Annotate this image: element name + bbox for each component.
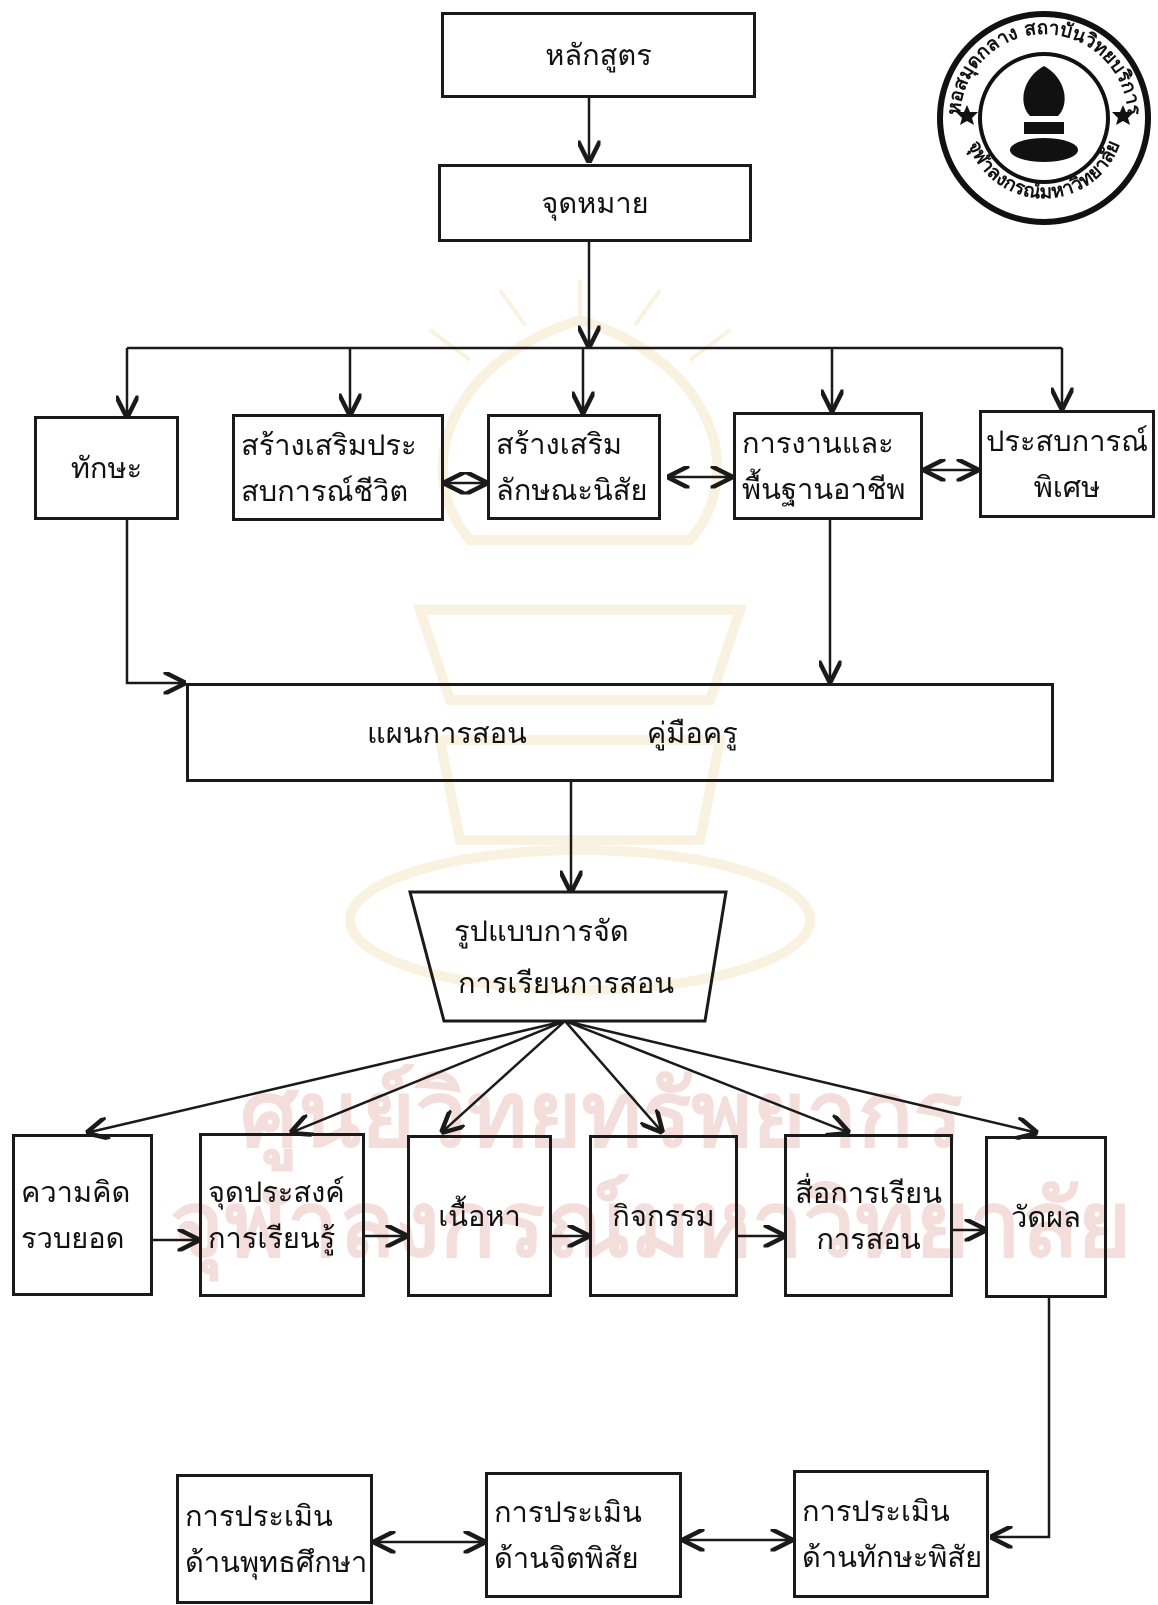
evaluation-affective-line2: ด้านจิตพิสัย [494, 1541, 639, 1575]
fan-arrow-1 [86, 1019, 566, 1133]
special-experience-line2: พิเศษ [1033, 470, 1101, 504]
arrow-measure-evaluation [990, 1298, 1051, 1537]
component-measure-line1: วัดผล [1011, 1200, 1081, 1234]
curriculum-box: หลักสูตร [441, 12, 756, 98]
fan-arrow-5 [564, 1019, 850, 1133]
model-box: รูปแบบการจัด การเรียนการสอน [430, 896, 720, 1018]
manual-label: คู่มือครู [646, 715, 738, 750]
fan-arrow-2 [290, 1019, 566, 1133]
fan-arrow-6 [564, 1019, 1038, 1133]
component-media-line1: สื่อการเรียน [795, 1175, 942, 1210]
evaluation-cognitive-line2: ด้านพุทธศึกษา [185, 1545, 368, 1579]
component-activity-line1: กิจกรรม [612, 1199, 715, 1233]
work-career-box: การงานและ พื้นฐานอาชีพ [733, 412, 923, 520]
evaluation-cognitive-line1: การประเมิน [185, 1499, 333, 1533]
goals-box: จุดหมาย [438, 164, 752, 242]
life-experience-line2: สบการณ์ชีวิต [241, 473, 409, 508]
model-trapezoid [408, 890, 728, 1023]
skills-box: ทักษะ [34, 416, 179, 520]
skills-label: ทักษะ [70, 451, 143, 485]
work-career-line1: การงานและ [742, 426, 894, 460]
curriculum-label: หลักสูตร [545, 38, 652, 72]
fan-arrow-3 [441, 1020, 566, 1133]
watermark-emblem-icon [345, 280, 815, 995]
character-line2: ลักษณะนิสัย [496, 473, 648, 507]
component-box-concept: ความคิด รวบยอด [12, 1134, 153, 1296]
library-seal-icon: หอสมุดกลาง สถาบันวิทยบริการ จุฬาลงกรณ์มห… [937, 11, 1151, 225]
component-objective-line2: การเรียนรู้ [208, 1221, 336, 1255]
model-line2: การเรียนการสอน [458, 966, 675, 1000]
component-box-activity: กิจกรรม [589, 1135, 738, 1297]
component-concept-line1: ความคิด [21, 1175, 131, 1209]
arrow-skills-plan [125, 520, 186, 683]
character-line1: สร้างเสริม [496, 427, 623, 461]
work-career-line2: พื้นฐานอาชีพ [742, 472, 906, 506]
special-experience-box: ประสบการณ์ พิเศษ [979, 410, 1155, 518]
life-experience-line1: สร้างเสริมประ [241, 427, 417, 462]
goals-label: จุดหมาย [541, 186, 649, 220]
component-box-objective: จุดประสงค์ การเรียนรู้ [199, 1133, 365, 1297]
evaluation-psychomotor-line2: ด้านทักษะพิสัย [802, 1540, 983, 1574]
component-box-measure: วัดผล [985, 1136, 1107, 1298]
fan-arrow-4 [564, 1020, 663, 1133]
component-media-line2: การสอน [816, 1221, 921, 1256]
plan-manual-box: แผนการสอน คู่มือครู [186, 683, 1054, 782]
evaluation-box-cognitive: การประเมิน ด้านพุทธศึกษา [176, 1474, 373, 1604]
component-box-content: เนื้อหา [407, 1135, 552, 1297]
component-box-media: สื่อการเรียน การสอน [784, 1134, 953, 1297]
plan-label: แผนการสอน [367, 715, 527, 750]
evaluation-psychomotor-line1: การประเมิน [802, 1494, 950, 1528]
evaluation-box-affective: การประเมิน ด้านจิตพิสัย [485, 1472, 682, 1598]
component-concept-line2: รวบยอด [21, 1221, 125, 1255]
component-content-line1: เนื้อหา [438, 1199, 521, 1233]
special-experience-line1: ประสบการณ์ [986, 424, 1148, 458]
component-objective-line1: จุดประสงค์ [208, 1175, 345, 1209]
life-experience-box: สร้างเสริมประ สบการณ์ชีวิต [232, 414, 444, 521]
evaluation-affective-line1: การประเมิน [494, 1495, 642, 1529]
evaluation-box-psychomotor: การประเมิน ด้านทักษะพิสัย [793, 1470, 989, 1598]
model-line1: รูปแบบการจัด [454, 914, 629, 948]
character-box: สร้างเสริม ลักษณะนิสัย [487, 414, 661, 520]
